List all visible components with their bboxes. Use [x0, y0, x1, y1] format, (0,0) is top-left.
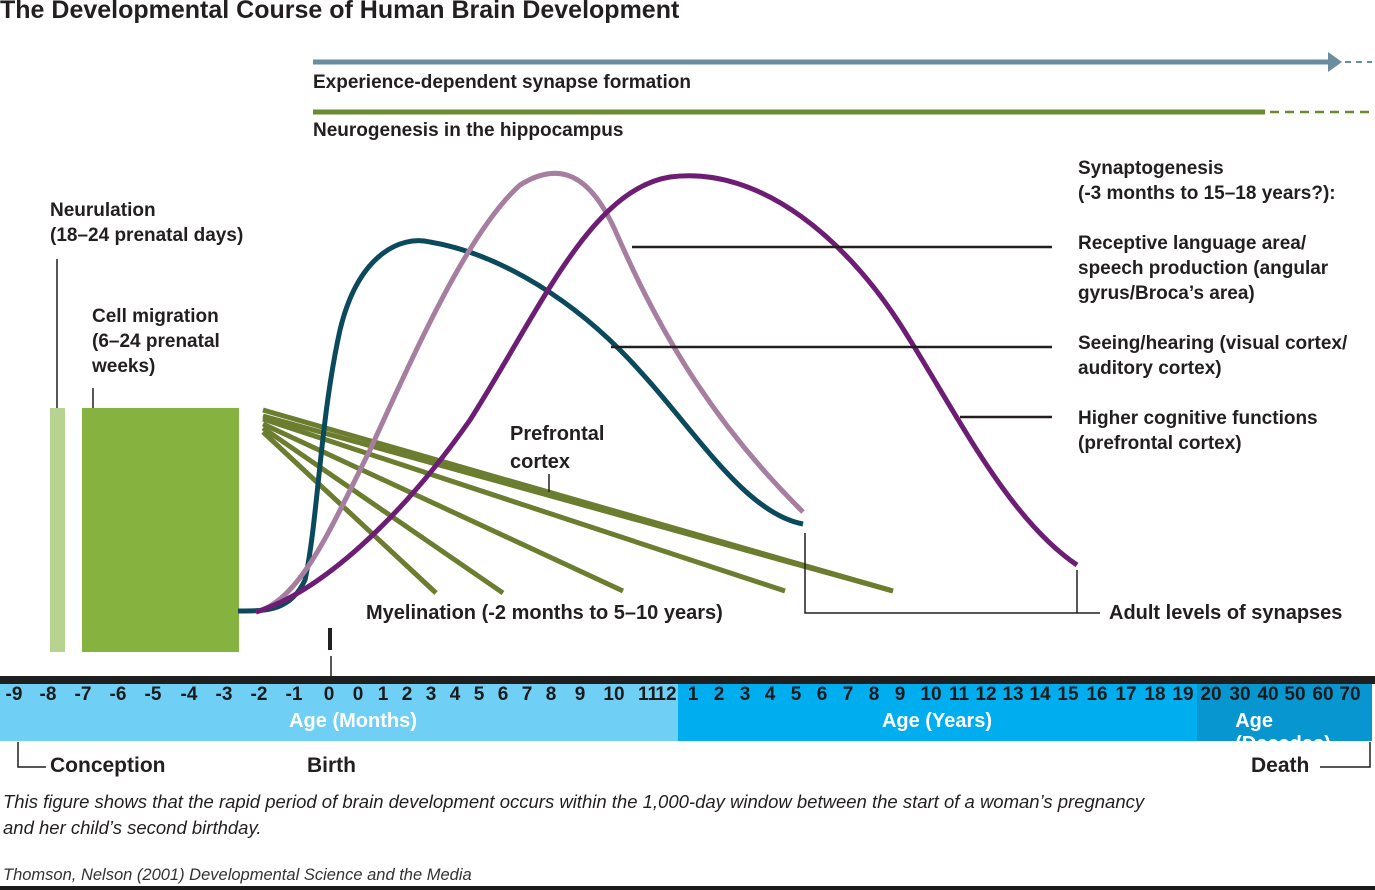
decades-title: Age (Decades) — [1235, 710, 1331, 755]
month-tick: -7 — [74, 684, 92, 705]
myelination-line — [261, 430, 438, 595]
month-tick: 3 — [425, 684, 437, 705]
month-tick: 7 — [521, 684, 533, 705]
decade-tick: 50 — [1284, 684, 1306, 705]
higher-cognitive-label: Higher cognitive functions(prefrontal co… — [1078, 408, 1318, 454]
month-tick: 0 — [323, 684, 335, 705]
conception-bracket — [17, 742, 46, 768]
decade-tick: 40 — [1257, 684, 1279, 705]
adult-levels-label: Adult levels of synapses — [1109, 602, 1343, 624]
year-tick: 19 — [1172, 684, 1194, 705]
year-tick: 9 — [894, 684, 906, 705]
month-tick: 11 — [637, 684, 659, 705]
month-tick: -8 — [39, 684, 57, 705]
year-tick: 10 — [920, 684, 942, 705]
experience-label: Experience-dependent synapse formation — [313, 72, 691, 93]
neurulation-bar — [50, 408, 65, 652]
birth-label: Birth — [307, 754, 356, 777]
prefrontal-myelination-line — [262, 413, 894, 594]
months-title: Age (Months) — [289, 710, 417, 732]
month-tick: 8 — [545, 684, 557, 705]
year-tick: 2 — [713, 684, 725, 705]
decade-tick: 30 — [1229, 684, 1251, 705]
month-tick: -3 — [215, 684, 233, 705]
year-tick: 14 — [1029, 684, 1051, 705]
decade-tick: 60 — [1312, 684, 1334, 705]
adult-bracket — [804, 533, 1100, 614]
month-tick: 10 — [603, 684, 625, 705]
language-label: Receptive language area/speech productio… — [1078, 233, 1329, 304]
years-band — [678, 684, 1197, 741]
month-tick: -5 — [144, 684, 162, 705]
cell-migration-bar — [82, 408, 239, 652]
year-tick: 8 — [868, 684, 880, 705]
synaptogenesis-label: Synaptogenesis(-3 months to 15–18 years?… — [1078, 158, 1336, 204]
myelination-label: Myelination (-2 months to 5–10 years) — [366, 602, 723, 624]
death-label: Death — [1251, 754, 1310, 777]
month-tick: -9 — [5, 684, 23, 705]
year-tick: 6 — [816, 684, 828, 705]
curve-language — [255, 170, 805, 615]
month-tick: -4 — [180, 684, 198, 705]
months-band — [0, 684, 678, 741]
year-tick: 1 — [687, 684, 699, 705]
death-bracket — [1320, 742, 1371, 768]
bottom-rule — [0, 886, 1375, 890]
year-tick: 16 — [1086, 684, 1108, 705]
neurulation-label: Neurulation(18–24 prenatal days) — [50, 200, 244, 246]
figure-caption: This figure shows that the rapid period … — [3, 791, 1145, 838]
year-tick: 7 — [842, 684, 854, 705]
year-tick: 17 — [1115, 684, 1137, 705]
month-tick: -1 — [285, 684, 303, 705]
arrow-head-icon — [1328, 52, 1342, 72]
neurogenesis-label: Neurogenesis in the hippocampus — [313, 120, 624, 141]
curve-prefrontal — [255, 173, 1079, 615]
month-tick: -6 — [109, 684, 127, 705]
decade-tick: 70 — [1339, 684, 1361, 705]
month-tick: 12 — [655, 684, 677, 705]
conception-label: Conception — [50, 754, 166, 777]
year-tick: 18 — [1144, 684, 1166, 705]
page-title: The Developmental Course of Human Brain … — [0, 0, 680, 24]
year-tick: 5 — [790, 684, 802, 705]
year-tick: 15 — [1057, 684, 1079, 705]
year-tick: 12 — [975, 684, 997, 705]
month-tick: -2 — [250, 684, 268, 705]
decades-band — [1197, 684, 1372, 741]
month-tick: 5 — [473, 684, 485, 705]
myelination-line — [261, 425, 505, 596]
year-tick: 4 — [764, 684, 776, 705]
myelination-line — [262, 416, 786, 594]
year-tick: 13 — [1002, 684, 1024, 705]
month-tick: 1 — [377, 684, 389, 705]
year-tick: 3 — [739, 684, 751, 705]
month-tick: 2 — [401, 684, 413, 705]
year-tick: 11 — [948, 684, 970, 705]
month-tick: 6 — [497, 684, 509, 705]
timeline-top-rule — [0, 676, 1375, 684]
month-tick: 0 — [352, 684, 364, 705]
years-title: Age (Years) — [881, 710, 993, 732]
month-tick: 9 — [574, 684, 586, 705]
source-citation: Thomson, Nelson (2001) Developmental Sci… — [3, 866, 472, 884]
decade-tick: 20 — [1200, 684, 1222, 705]
birth-marker — [328, 628, 332, 650]
month-tick: 4 — [449, 684, 461, 705]
seeing-label: Seeing/hearing (visual cortex/auditory c… — [1078, 333, 1348, 379]
